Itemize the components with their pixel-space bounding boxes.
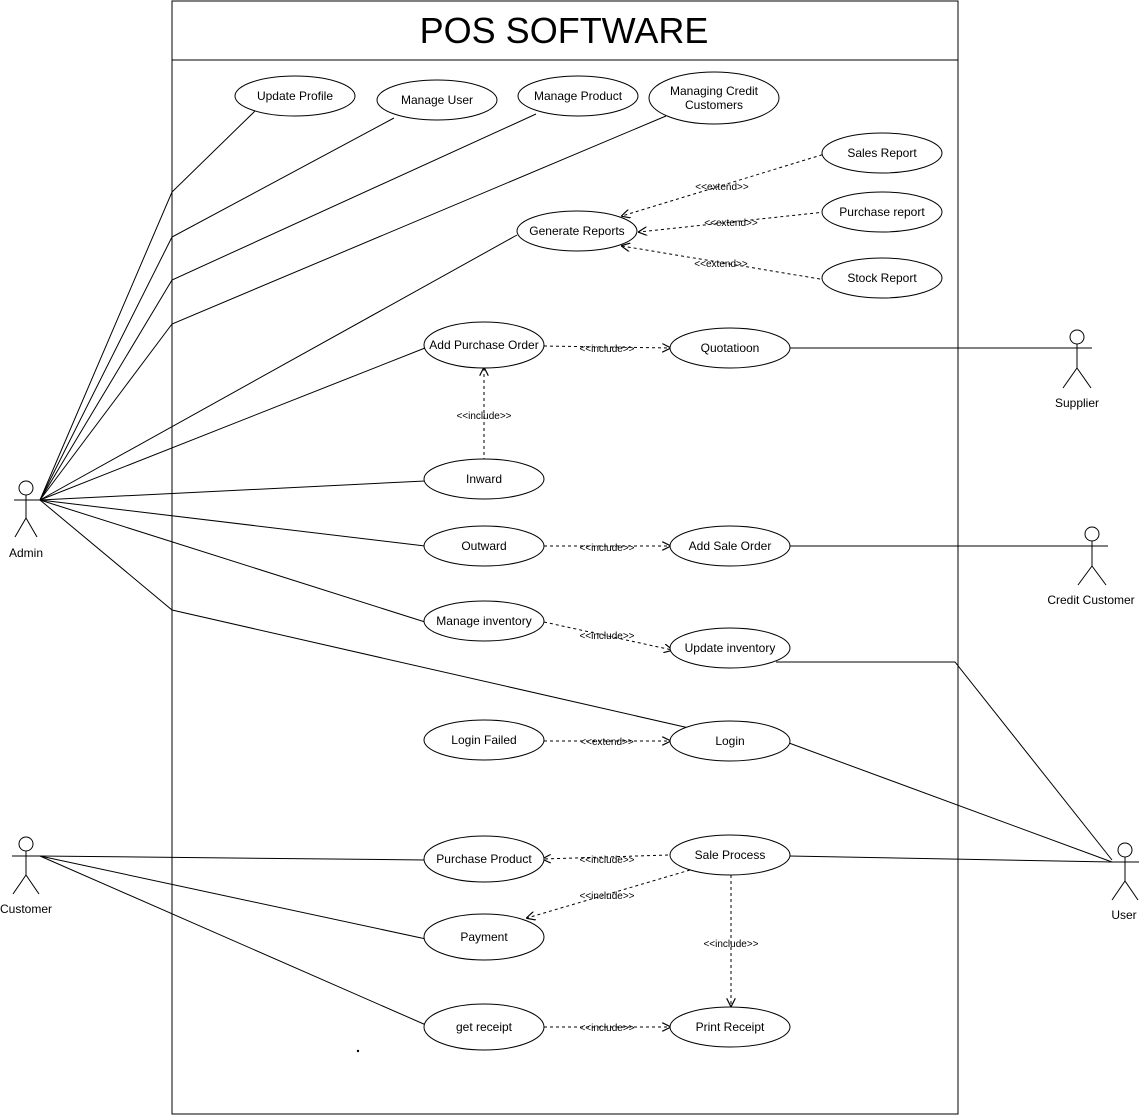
assoc-admin-add-purchase-order (39, 347, 426, 501)
svg-text:Print Receipt: Print Receipt (696, 1020, 765, 1034)
svg-text:Inward: Inward (466, 472, 502, 486)
extend-purchase-report (639, 211, 826, 232)
assoc-customer-get-receipt (39, 855, 427, 1026)
svg-text:Generate Reports: Generate Reports (529, 224, 624, 238)
label-include: <<include>> (703, 939, 758, 950)
svg-text:Add Purchase Order: Add Purchase Order (429, 338, 538, 352)
actor-admin-label: Admin (9, 546, 43, 560)
actor-user[interactable] (1111, 842, 1139, 901)
include-inventory-update (543, 621, 672, 650)
label-include: <<include>> (579, 1023, 634, 1034)
assoc-admin-manage-product (39, 113, 537, 501)
include-sale-payment (527, 869, 691, 918)
use-case-login-failed[interactable]: Login Failed (423, 719, 545, 761)
extend-stock-report (622, 246, 827, 281)
svg-text:Sale Process: Sale Process (695, 848, 766, 862)
assoc-customer-payment (39, 855, 427, 940)
svg-text:Manage User: Manage User (401, 93, 473, 107)
assoc-admin-inward (39, 480, 426, 501)
use-case-inward[interactable]: Inward (423, 458, 545, 500)
svg-text:Update Profile: Update Profile (257, 89, 333, 103)
association-lines (39, 110, 1113, 1026)
svg-text:Payment: Payment (460, 930, 508, 944)
use-case-manage-user[interactable]: Manage User (376, 79, 498, 121)
assoc-admin-update-profile (39, 110, 256, 501)
svg-text:Outward: Outward (461, 539, 506, 553)
assoc-admin-managing-credit (39, 115, 667, 501)
use-case-stock-report[interactable]: Stock Report (821, 257, 943, 299)
actor-admin[interactable] (14, 480, 40, 538)
label-extend: <<extend>> (580, 737, 634, 748)
assoc-update-inventory-user (776, 661, 1113, 861)
relation-labels: <<extend>> <<extend>> <<extend>> <<inclu… (456, 182, 758, 1034)
svg-text:Add Sale Order: Add Sale Order (689, 539, 772, 553)
use-case-update-inventory[interactable]: Update inventory (669, 627, 791, 669)
use-case-get-receipt[interactable]: get receipt (423, 1003, 545, 1051)
actor-customer[interactable] (12, 836, 40, 895)
svg-text:Update inventory: Update inventory (685, 641, 776, 655)
label-include: <<include>> (579, 543, 634, 554)
use-case-add-sale-order[interactable]: Add Sale Order (669, 525, 791, 567)
svg-text:Sales Report: Sales Report (847, 146, 917, 160)
svg-text:Managing Credit: Managing Credit (670, 84, 759, 98)
use-case-sale-process[interactable]: Sale Process (669, 834, 791, 876)
actor-supplier[interactable] (1062, 329, 1092, 389)
svg-text:get receipt: get receipt (456, 1020, 513, 1034)
actor-supplier-label: Supplier (1055, 396, 1099, 410)
use-case-add-purchase-order[interactable]: Add Purchase Order (423, 321, 545, 369)
stray-dot (356, 1049, 360, 1053)
system-boundary (171, 0, 959, 1115)
svg-text:Quotatioon: Quotatioon (701, 341, 760, 355)
svg-text:Manage inventory: Manage inventory (436, 614, 531, 628)
actor-user-label: User (1111, 908, 1136, 922)
dependency-lines (484, 152, 829, 1027)
use-case-manage-product[interactable]: Manage Product (517, 75, 639, 117)
svg-text:Purchase report: Purchase report (839, 205, 925, 219)
svg-text:Manage Product: Manage Product (534, 89, 623, 103)
actor-credit-customer[interactable] (1077, 526, 1108, 586)
label-include: <<include>> (579, 855, 634, 866)
actor-credit-customer-label: Credit Customer (1047, 593, 1134, 607)
svg-text:Purchase Product: Purchase Product (436, 852, 532, 866)
use-case-print-receipt[interactable]: Print Receipt (669, 1006, 791, 1048)
assoc-admin-manage-inventory (39, 499, 426, 623)
assoc-admin-manage-user (39, 117, 395, 501)
svg-text:Stock Report: Stock Report (847, 271, 917, 285)
use-case-login[interactable]: Login (669, 720, 791, 762)
svg-text:Login: Login (715, 734, 744, 748)
use-case-purchase-report[interactable]: Purchase report (821, 191, 943, 233)
assoc-login-user (788, 742, 1113, 863)
assoc-admin-login (39, 499, 690, 729)
assoc-customer-purchase-product (39, 855, 426, 861)
use-case-update-profile[interactable]: Update Profile (234, 75, 356, 117)
label-extend: <<extend>> (704, 218, 758, 229)
assoc-admin-generate-reports (39, 234, 518, 501)
use-case-payment[interactable]: Payment (423, 913, 545, 961)
label-include: <<include>> (579, 891, 634, 902)
include-sale-purchase-product (543, 855, 669, 859)
label-extend: <<extend>> (694, 259, 748, 270)
svg-text:Customers: Customers (685, 98, 743, 112)
label-include: <<include>> (456, 411, 511, 422)
label-extend: <<extend>> (695, 182, 749, 193)
use-case-manage-inventory[interactable]: Manage inventory (423, 600, 545, 642)
use-case-generate-reports[interactable]: Generate Reports (516, 210, 638, 252)
use-case-outward[interactable]: Outward (423, 525, 545, 567)
assoc-sale-process-user (788, 855, 1113, 863)
use-case-purchase-product[interactable]: Purchase Product (423, 835, 545, 883)
svg-text:Login Failed: Login Failed (451, 733, 516, 747)
use-case-quotation[interactable]: Quotatioon (669, 327, 791, 369)
assoc-admin-outward (39, 499, 426, 547)
use-case-sales-report[interactable]: Sales Report (821, 132, 943, 174)
use-case-managing-credit-customers[interactable]: Managing Credit Customers (648, 71, 780, 125)
label-include: <<include>> (579, 344, 634, 355)
label-include: <<include>> (579, 631, 634, 642)
actor-customer-label: Customer (0, 902, 52, 916)
system-title: POS SOFTWARE (420, 10, 709, 51)
